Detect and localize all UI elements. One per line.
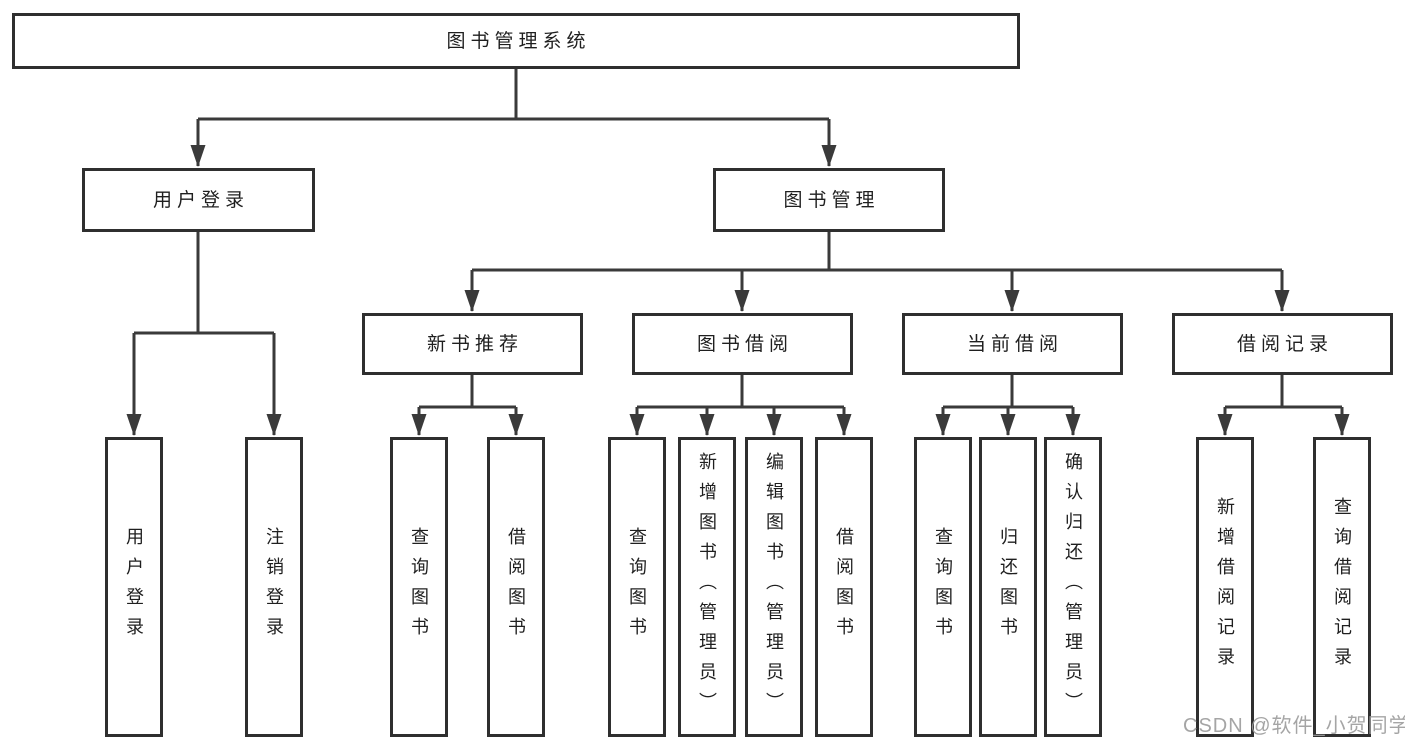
node-query-borrow-record: 查询借阅记录: [1313, 437, 1371, 737]
node-label: 新增借阅记录: [1215, 497, 1235, 677]
node-label: 用户登录: [152, 189, 249, 211]
node-label: 新增图书（管理员）: [697, 452, 717, 722]
node-label: 图书管理系统: [446, 30, 591, 52]
node-label: 新书推荐: [426, 333, 523, 355]
node-book-borrowing: 图书借阅: [632, 313, 853, 375]
node-user-login: 用户登录: [82, 168, 315, 232]
node-book-management: 图书管理: [713, 168, 945, 232]
node-confirm-return-admin: 确认归还（管理员）: [1044, 437, 1102, 737]
node-label: 用户登录: [124, 527, 144, 647]
node-query-books-borrowing: 查询图书: [608, 437, 666, 737]
node-label: 借阅图书: [506, 527, 526, 647]
node-label: 注销登录: [264, 527, 284, 647]
node-label: 图书借阅: [696, 333, 793, 355]
node-label: 确认归还（管理员）: [1063, 452, 1083, 722]
node-edit-books-admin: 编辑图书（管理员）: [745, 437, 803, 737]
node-label: 归还图书: [998, 527, 1018, 647]
node-label: 查询图书: [933, 527, 953, 647]
node-add-books-admin: 新增图书（管理员）: [678, 437, 736, 737]
node-label: 查询图书: [409, 527, 429, 647]
node-borrow-books-recommend: 借阅图书: [487, 437, 545, 737]
node-add-borrow-record: 新增借阅记录: [1196, 437, 1254, 737]
node-logout-login: 注销登录: [245, 437, 303, 737]
node-current-borrowing: 当前借阅: [902, 313, 1123, 375]
node-borrow-records: 借阅记录: [1172, 313, 1393, 375]
node-user-login-leaf: 用户登录: [105, 437, 163, 737]
node-label: 查询图书: [627, 527, 647, 647]
node-query-books-current: 查询图书: [914, 437, 972, 737]
node-label: 查询借阅记录: [1332, 497, 1352, 677]
node-return-books: 归还图书: [979, 437, 1037, 737]
node-new-book-recommend: 新书推荐: [362, 313, 583, 375]
node-library-system: 图书管理系统: [12, 13, 1020, 69]
node-label: 编辑图书（管理员）: [764, 452, 784, 722]
node-label: 借阅记录: [1236, 333, 1333, 355]
node-label: 当前借阅: [966, 333, 1063, 355]
csdn-watermark: CSDN @软件_小贺同学: [1183, 715, 1405, 737]
node-query-books-recommend: 查询图书: [390, 437, 448, 737]
node-borrow-books-borrowing: 借阅图书: [815, 437, 873, 737]
node-label: 图书管理: [783, 189, 880, 211]
node-label: 借阅图书: [834, 527, 854, 647]
